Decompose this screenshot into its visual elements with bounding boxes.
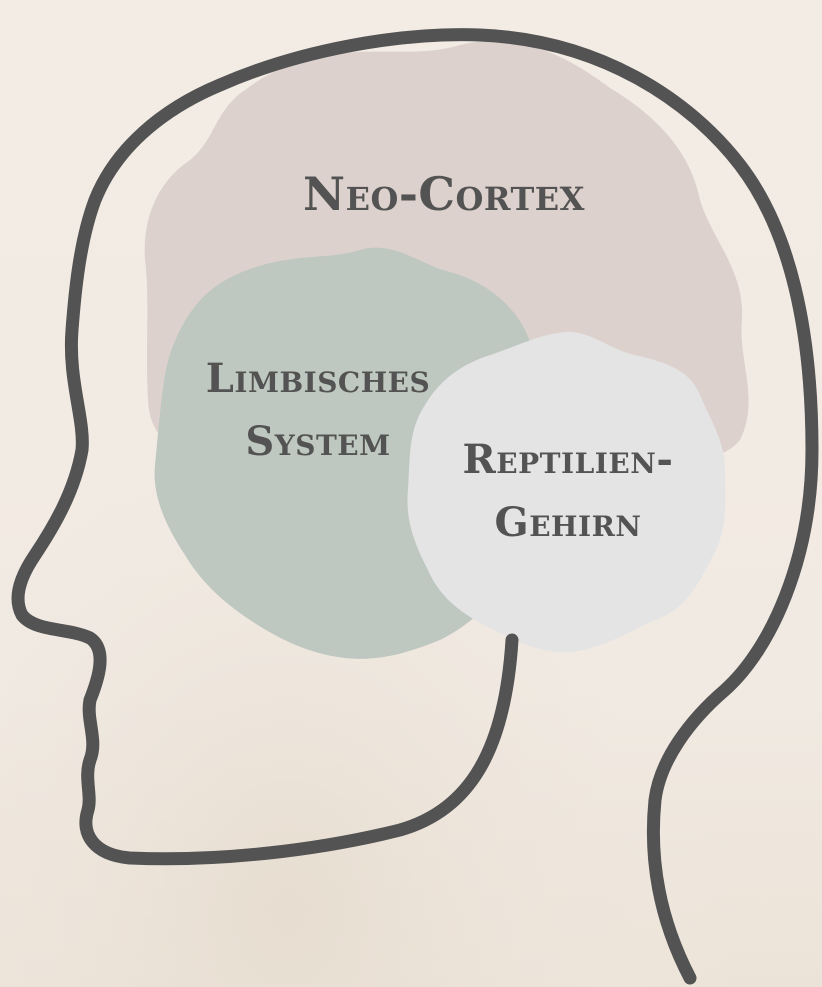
reptilian-region xyxy=(407,332,725,652)
limbic-label-line1: Limbisches xyxy=(206,355,431,402)
reptilian-label-line2: Gehirn xyxy=(495,499,642,546)
neocortex-label: Neo-Cortex xyxy=(303,167,585,221)
reptilian-label-line1: Reptilien- xyxy=(463,436,674,483)
limbic-label-line2: System xyxy=(245,418,390,465)
